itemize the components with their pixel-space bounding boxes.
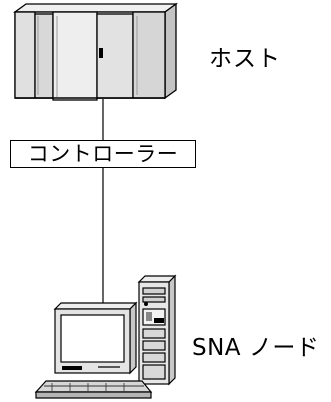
- mainframe-icon: [13, 2, 178, 101]
- controller-box: コントローラー: [10, 140, 196, 168]
- workstation-icon: [34, 274, 177, 399]
- host-label: ホスト: [209, 46, 281, 72]
- controller-label: コントローラー: [27, 141, 179, 166]
- sna-node-label: SNA ノード: [192, 335, 320, 361]
